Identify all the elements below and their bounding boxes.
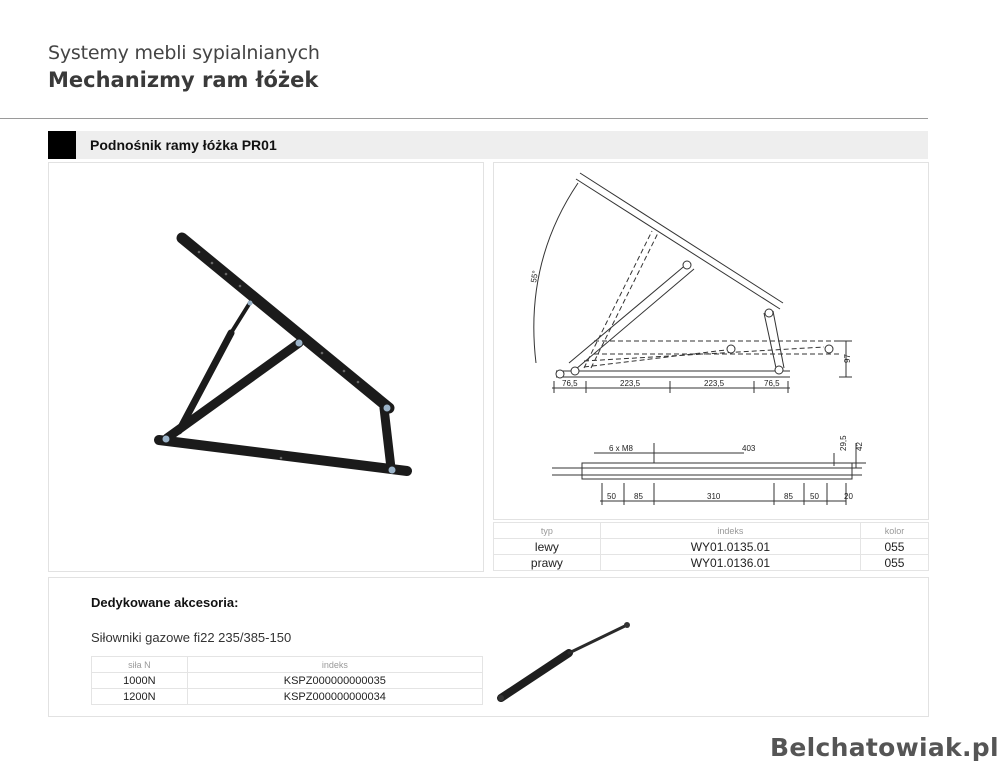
- accessories-title: Dedykowane akcesoria:: [91, 595, 239, 610]
- table-cell: lewy: [493, 538, 601, 555]
- table-cell: prawy: [493, 554, 601, 571]
- column-header: siła N: [91, 656, 188, 673]
- table-cell: WY01.0136.01: [599, 554, 861, 571]
- height-dimension: 97: [843, 354, 852, 363]
- table-cell: 055: [859, 538, 930, 555]
- table-cell: WY01.0135.01: [599, 538, 861, 555]
- column-header: indeks: [186, 656, 484, 673]
- dim-top-4: 76,5: [764, 379, 780, 388]
- table-cell: KSPZ000000000035: [186, 672, 484, 689]
- column-header: kolor: [859, 522, 930, 539]
- section-header: Podnośnik ramy łóżka PR01: [48, 131, 928, 159]
- table-cell: 055: [859, 554, 930, 571]
- right-dim-2: 42: [855, 442, 864, 451]
- dim-top-1: 76,5: [562, 379, 578, 388]
- accessories-table: siła N indeks 1000N KSPZ000000000035 120…: [91, 656, 484, 705]
- accessories-panel: Dedykowane akcesoria: Siłowniki gazowe f…: [48, 577, 929, 717]
- section-title: Podnośnik ramy łóżka PR01: [90, 137, 277, 153]
- product-photo-panel: [48, 162, 484, 572]
- table-header-row: siła N indeks: [91, 656, 484, 673]
- right-dim-1: 29,5: [839, 435, 848, 451]
- accessory-product-name: Siłowniki gazowe fi22 235/385-150: [91, 630, 292, 645]
- bed-lift-mechanism-image: [154, 232, 412, 476]
- dim-bottom-5: 50: [810, 492, 819, 501]
- watermark-logo: Belchatowiak.pl: [770, 733, 999, 762]
- dim-bottom-3: 310: [707, 492, 721, 501]
- gas-spring-image: [497, 622, 630, 702]
- technical-drawing: 55° 97 76,5 223,5 223,5 76,5 6 x M8 403 …: [529, 172, 866, 505]
- section-marker: [48, 131, 76, 159]
- dim-top-3: 223,5: [704, 379, 725, 388]
- table-cell: 1200N: [91, 688, 188, 705]
- bolt-label: 6 x M8: [609, 444, 634, 453]
- table-row: 1200N KSPZ000000000034: [91, 688, 484, 705]
- dim-bottom-1: 50: [607, 492, 616, 501]
- page-subtitle: Systemy mebli sypialnianych: [48, 42, 320, 64]
- column-header: typ: [493, 522, 601, 539]
- table-row: prawy WY01.0136.01 055: [493, 554, 930, 571]
- dim-bottom-2: 85: [634, 492, 643, 501]
- column-header: indeks: [599, 522, 861, 539]
- header-divider: [0, 118, 928, 119]
- table-row: 1000N KSPZ000000000035: [91, 672, 484, 689]
- angle-label: 55°: [529, 270, 540, 283]
- page-title: Mechanizmy ram łóżek: [48, 68, 319, 92]
- length-dimension: 403: [742, 444, 756, 453]
- technical-drawing-panel: 55° 97 76,5 223,5 223,5 76,5 6 x M8 403 …: [493, 162, 929, 520]
- dim-bottom-6: 20: [844, 492, 853, 501]
- dim-bottom-4: 85: [784, 492, 793, 501]
- table-cell: 1000N: [91, 672, 188, 689]
- dim-top-2: 223,5: [620, 379, 641, 388]
- table-cell: KSPZ000000000034: [186, 688, 484, 705]
- table-header-row: typ indeks kolor: [493, 522, 930, 539]
- table-row: lewy WY01.0135.01 055: [493, 538, 930, 555]
- variants-table: typ indeks kolor lewy WY01.0135.01 055 p…: [493, 522, 930, 571]
